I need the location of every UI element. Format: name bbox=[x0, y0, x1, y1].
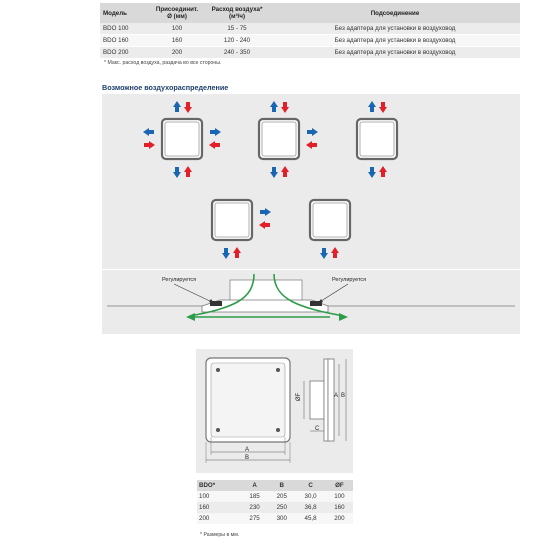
exhaust-arrow-icon bbox=[270, 101, 278, 112]
supply-arrow-icon bbox=[281, 166, 289, 177]
cell-connection: Без адаптера для установки в воздуховод bbox=[270, 23, 520, 35]
col-airflow: Расход воздуха* (м³/ч) bbox=[204, 3, 270, 23]
dim-label-c: C bbox=[315, 426, 320, 432]
col-c: C bbox=[295, 480, 326, 491]
supply-arrow-icon bbox=[144, 141, 155, 149]
cell-of: 160 bbox=[325, 502, 353, 513]
cell-c: 45,8 bbox=[295, 513, 326, 524]
supply-arrow-icon bbox=[259, 221, 270, 229]
table-row: 160 230 250 36,8 160 bbox=[197, 502, 353, 513]
config-two-way-corner bbox=[210, 198, 271, 259]
cell-connection: Без адаптера для установки в воздуховод bbox=[270, 34, 520, 47]
exhaust-arrow-icon bbox=[222, 248, 230, 259]
col-connection: Подсоединение bbox=[270, 3, 520, 23]
dim-label-diameter: ØF bbox=[296, 392, 303, 402]
dim-label-b: B bbox=[245, 455, 250, 461]
exhaust-arrow-icon bbox=[320, 248, 328, 259]
spec-note: * Макс. расход воздуха, раздача во все с… bbox=[104, 60, 222, 66]
distribution-diagram bbox=[143, 101, 399, 259]
config-two-way-vertical bbox=[355, 101, 399, 178]
cell-airflow: 240 - 350 bbox=[204, 46, 270, 59]
cell-model: BDO 100 bbox=[100, 23, 150, 35]
col-a: A bbox=[241, 480, 269, 491]
cell-b: 300 bbox=[268, 513, 296, 524]
section-diagram bbox=[107, 273, 515, 321]
cell-b: 205 bbox=[268, 491, 296, 502]
flow-line bbox=[189, 273, 255, 317]
cell-model: BDO 160 bbox=[100, 34, 150, 47]
supply-arrow-icon bbox=[281, 102, 289, 113]
col-b: B bbox=[268, 480, 296, 491]
dimension-drawing-panel: A B ØF A B C bbox=[196, 349, 353, 473]
cell-connection: Без адаптера для установки в воздуховод bbox=[270, 46, 520, 59]
cell-diameter: 160 bbox=[150, 34, 204, 47]
exhaust-arrow-icon bbox=[173, 101, 181, 112]
flow-arrow-left-icon bbox=[186, 313, 195, 321]
cell-airflow: 120 - 240 bbox=[204, 34, 270, 47]
exhaust-arrow-icon bbox=[368, 101, 376, 112]
config-four-way bbox=[143, 101, 221, 178]
dim-label-a: A bbox=[245, 447, 250, 453]
section-panel: Регулируется Регулируется bbox=[102, 270, 520, 334]
cell-airflow: 15 - 75 bbox=[204, 23, 270, 35]
col-diameter: Присоединит. Ø (мм) bbox=[150, 3, 204, 23]
table-row: BDO 100 100 15 - 75 Без адаптера для уст… bbox=[100, 23, 520, 35]
cell-diameter: 200 bbox=[150, 46, 204, 59]
exhaust-arrow-icon bbox=[368, 167, 376, 178]
supply-arrow-icon bbox=[184, 102, 192, 113]
dim-label-a-side: A bbox=[334, 393, 339, 399]
table-row: BDO 160 160 120 - 240 Без адаптера для у… bbox=[100, 34, 520, 47]
dims-note: * Размеры в мм. bbox=[200, 532, 240, 538]
supply-arrow-icon bbox=[331, 247, 339, 258]
exhaust-arrow-icon bbox=[307, 128, 318, 136]
dim-label-b-side: B bbox=[341, 393, 346, 399]
cell-bdo: 200 bbox=[197, 513, 241, 524]
spec-table-header: Модель Присоединит. Ø (мм) Расход воздух… bbox=[100, 3, 520, 23]
cell-c: 30,0 bbox=[295, 491, 326, 502]
dims-table-header: BDO* A B C ØF bbox=[197, 480, 353, 491]
exhaust-arrow-icon bbox=[173, 167, 181, 178]
dimension-drawing bbox=[205, 357, 347, 463]
adjustable-label-left: Регулируется bbox=[162, 277, 197, 283]
exhaust-arrow-icon bbox=[210, 128, 221, 136]
adjustable-label-right: Регулируется bbox=[332, 277, 367, 283]
cell-a: 185 bbox=[241, 491, 269, 502]
dimensions-table: BDO* A B C ØF 100 185 205 30,0 100 160 2… bbox=[197, 480, 353, 524]
cell-of: 200 bbox=[325, 513, 353, 524]
cell-c: 36,8 bbox=[295, 502, 326, 513]
cell-model: BDO 200 bbox=[100, 46, 150, 59]
supply-arrow-icon bbox=[379, 166, 387, 177]
cell-b: 250 bbox=[268, 502, 296, 513]
config-three-way bbox=[257, 101, 318, 178]
supply-arrow-icon bbox=[306, 141, 317, 149]
cell-a: 230 bbox=[241, 502, 269, 513]
supply-arrow-icon bbox=[184, 166, 192, 177]
exhaust-arrow-icon bbox=[260, 208, 271, 216]
cell-diameter: 100 bbox=[150, 23, 204, 35]
col-model: Модель bbox=[100, 3, 150, 23]
distribution-panel bbox=[102, 94, 520, 269]
table-row: 100 185 205 30,0 100 bbox=[197, 491, 353, 502]
cell-of: 100 bbox=[325, 491, 353, 502]
config-one-way bbox=[308, 198, 352, 259]
seal-left bbox=[210, 301, 222, 306]
col-bdo: BDO* bbox=[197, 480, 241, 491]
distribution-heading: Возможное воздухораспределение bbox=[102, 83, 229, 92]
supply-arrow-icon bbox=[233, 247, 241, 258]
flow-line bbox=[273, 273, 345, 317]
exhaust-arrow-icon bbox=[143, 128, 154, 136]
supply-arrow-icon bbox=[379, 102, 387, 113]
table-row: BDO 200 200 240 - 350 Без адаптера для у… bbox=[100, 46, 520, 59]
cell-a: 275 bbox=[241, 513, 269, 524]
spec-table: Модель Присоединит. Ø (мм) Расход воздух… bbox=[100, 3, 520, 59]
exhaust-arrow-icon bbox=[270, 167, 278, 178]
flow-arrow-right-icon bbox=[339, 313, 348, 321]
seal-right bbox=[310, 301, 322, 306]
cell-bdo: 100 bbox=[197, 491, 241, 502]
cell-bdo: 160 bbox=[197, 502, 241, 513]
supply-arrow-icon bbox=[209, 141, 220, 149]
col-of: ØF bbox=[325, 480, 353, 491]
table-row: 200 275 300 45,8 200 bbox=[197, 513, 353, 524]
